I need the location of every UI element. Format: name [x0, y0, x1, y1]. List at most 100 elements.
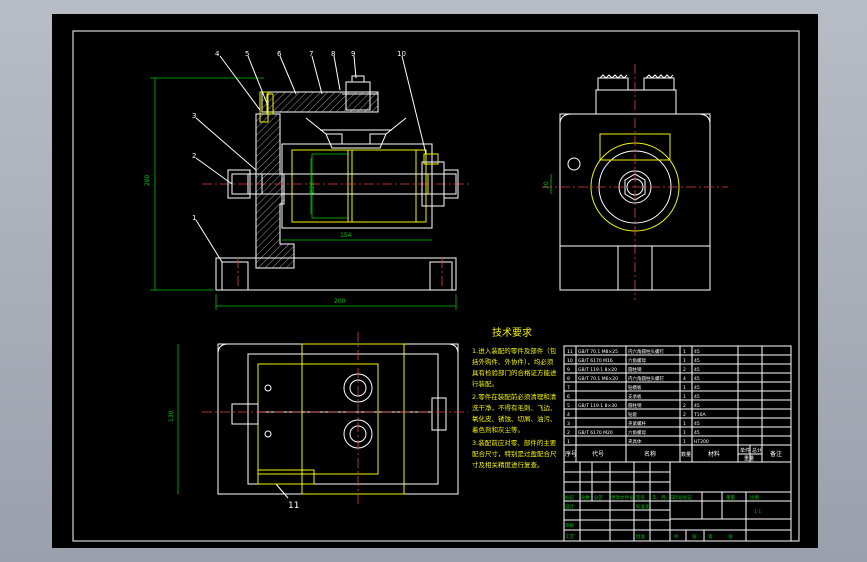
hdr-remark: 备注	[770, 450, 782, 458]
bom-row-6-no: 6	[567, 394, 570, 400]
bom-row-6-mat: 45	[694, 394, 700, 400]
bom-row-11-no: 11	[567, 349, 573, 355]
hdr-qty: 数量	[681, 451, 691, 458]
bom-row-4-mat: T10A	[693, 412, 706, 418]
balloon-9: 9	[351, 50, 355, 58]
bom-row-11-name: 内六角圆柱头螺钉	[628, 348, 664, 355]
tb-approve: 批准	[636, 533, 645, 540]
top-view: 130	[168, 332, 468, 504]
bill-of-materials	[563, 345, 792, 542]
bom-row-10-qty: 1	[683, 358, 686, 364]
side-view: 20	[542, 64, 728, 300]
balloon-4: 4	[215, 50, 220, 58]
bom-row-1-name: 夹具体	[628, 438, 642, 445]
bom-row-7-qty: 1	[683, 385, 686, 391]
bom-row-2-code: GB/T 6170 M20	[578, 430, 613, 436]
bom-row-7-no: 7	[567, 385, 570, 391]
bom-row-1-no: 1	[567, 439, 570, 445]
bom-text: 11 GB/T 70.1 M8×25 内六角圆柱头螺钉 1 45 10 GB/T…	[567, 348, 709, 445]
tb-review: 审核	[565, 522, 574, 529]
tech-line-2: 括外购件、外协件），均必须	[472, 357, 554, 366]
dim-diameter: Ø20	[309, 181, 316, 194]
balloon-8: 8	[331, 50, 335, 58]
tech-line-9: 3.装配前应对零、部件的主要	[472, 438, 557, 447]
bom-row-2-mat: 45	[694, 430, 700, 436]
tb-standard: 标准化	[636, 503, 650, 510]
tech-line-7: 氧化皮、锈蚀、切屑、油污、	[472, 414, 557, 423]
tb-total: 共	[674, 533, 679, 540]
balloon-2: 2	[192, 152, 196, 160]
bom-row-2-no: 2	[567, 430, 570, 436]
drawing-sheet: 280 200 154 Ø20	[52, 14, 818, 548]
bom-row-10-code: GB/T 6170 M16	[578, 358, 613, 364]
tb-change-doc: 更改文件号	[611, 494, 634, 501]
bom-row-8-code: GB/T 70.1 M6×20	[578, 376, 618, 382]
tb-weight: 重量	[726, 494, 735, 501]
dim-inner: 154	[340, 232, 352, 239]
tech-line-5: 2.零件在装配前必须清理和清	[472, 392, 557, 401]
tb-sheets: 张	[692, 533, 697, 540]
bom-row-10-mat: 45	[694, 358, 700, 364]
bom-row-8-mat: 45	[694, 376, 700, 382]
bom-row-8-qty: 4	[683, 376, 686, 382]
bom-row-9-mat: 45	[694, 367, 700, 373]
balloon-5: 5	[245, 50, 249, 58]
bom-header: 序号 代号 名称 数量 材料 单件 总计 重量 备注	[565, 447, 782, 462]
bom-row-8-no: 8	[567, 376, 570, 382]
tech-line-10: 配合尺寸，特别是过盈配合尺	[472, 449, 557, 458]
hdr-weight: 重量	[744, 455, 754, 462]
technical-requirements: 技术要求 1.进入装配的零件及部件（包 括外购件、外协件），均必须 具有检验部门…	[472, 326, 557, 469]
drawing-frame	[72, 30, 800, 542]
tb-design: 设计	[565, 503, 574, 510]
hdr-code: 代号	[592, 450, 604, 458]
bom-row-7-name: 钻模板	[628, 384, 642, 391]
bom-row-3-qty: 1	[683, 421, 686, 427]
bom-row-10-no: 10	[567, 358, 573, 364]
bom-row-11-mat: 45	[694, 349, 700, 355]
hdr-material: 材料	[708, 450, 720, 458]
bom-row-1-qty: 1	[683, 439, 686, 445]
tb-sign: 签名	[636, 494, 645, 501]
tech-line-3: 具有检验部门的合格证方能进	[472, 368, 557, 377]
assembly-drawing: 280 200 154 Ø20	[72, 30, 800, 542]
bom-row-4-qty: 2	[683, 412, 686, 418]
bom-row-2-qty: 1	[683, 430, 686, 436]
tb-zone: 分区	[594, 494, 603, 501]
bom-row-5-code: GB/T 119.1 8×30	[578, 403, 617, 409]
hdr-no: 序号	[565, 450, 577, 458]
bom-row-10-name: 六角螺母	[628, 357, 646, 364]
tb-scale: 比例	[750, 494, 759, 501]
bom-row-7-mat: 45	[694, 385, 700, 391]
dim-width: 200	[334, 298, 346, 305]
balloon-10: 10	[397, 50, 406, 58]
tech-line-8: 着色剂和灰尘等。	[472, 425, 524, 434]
title-block	[564, 462, 791, 541]
bom-row-9-name: 圆柱销	[628, 366, 642, 373]
dim-depth: 130	[168, 410, 175, 422]
bom-row-11-code: GB/T 70.1 M8×25	[578, 349, 618, 355]
tech-line-6: 洗干净，不得有毛刺、飞边、	[472, 403, 557, 412]
bom-row-1-mat: HT200	[694, 439, 709, 445]
bom-row-9-code: GB/T 119.1 8×20	[578, 367, 617, 373]
dim-side: 20	[543, 181, 550, 189]
tb-mark: 标记	[565, 494, 574, 501]
bom-row-5-no: 5	[567, 403, 570, 409]
hdr-single: 单件	[740, 447, 750, 454]
bom-row-3-mat: 45	[694, 421, 700, 427]
tb-sheet: 张	[728, 533, 733, 540]
bom-row-5-qty: 2	[683, 403, 686, 409]
hdr-name: 名称	[644, 450, 656, 458]
tb-scale-value: 1:1	[754, 509, 761, 515]
tb-stage: 阶段标记	[674, 494, 692, 501]
dim-height: 280	[144, 174, 151, 186]
bom-row-6-qty: 1	[683, 394, 686, 400]
bom-row-6-name: 支承板	[628, 393, 642, 400]
balloon-7: 7	[309, 50, 313, 58]
tb-process: 工艺	[565, 534, 574, 540]
hdr-total: 总计	[752, 447, 762, 454]
tech-line-11: 寸及相关精度进行复查。	[472, 460, 544, 469]
tech-line-1: 1.进入装配的零件及部件（包	[472, 346, 557, 355]
tech-line-4: 行装配。	[472, 379, 498, 388]
tb-page: 第	[708, 533, 713, 540]
